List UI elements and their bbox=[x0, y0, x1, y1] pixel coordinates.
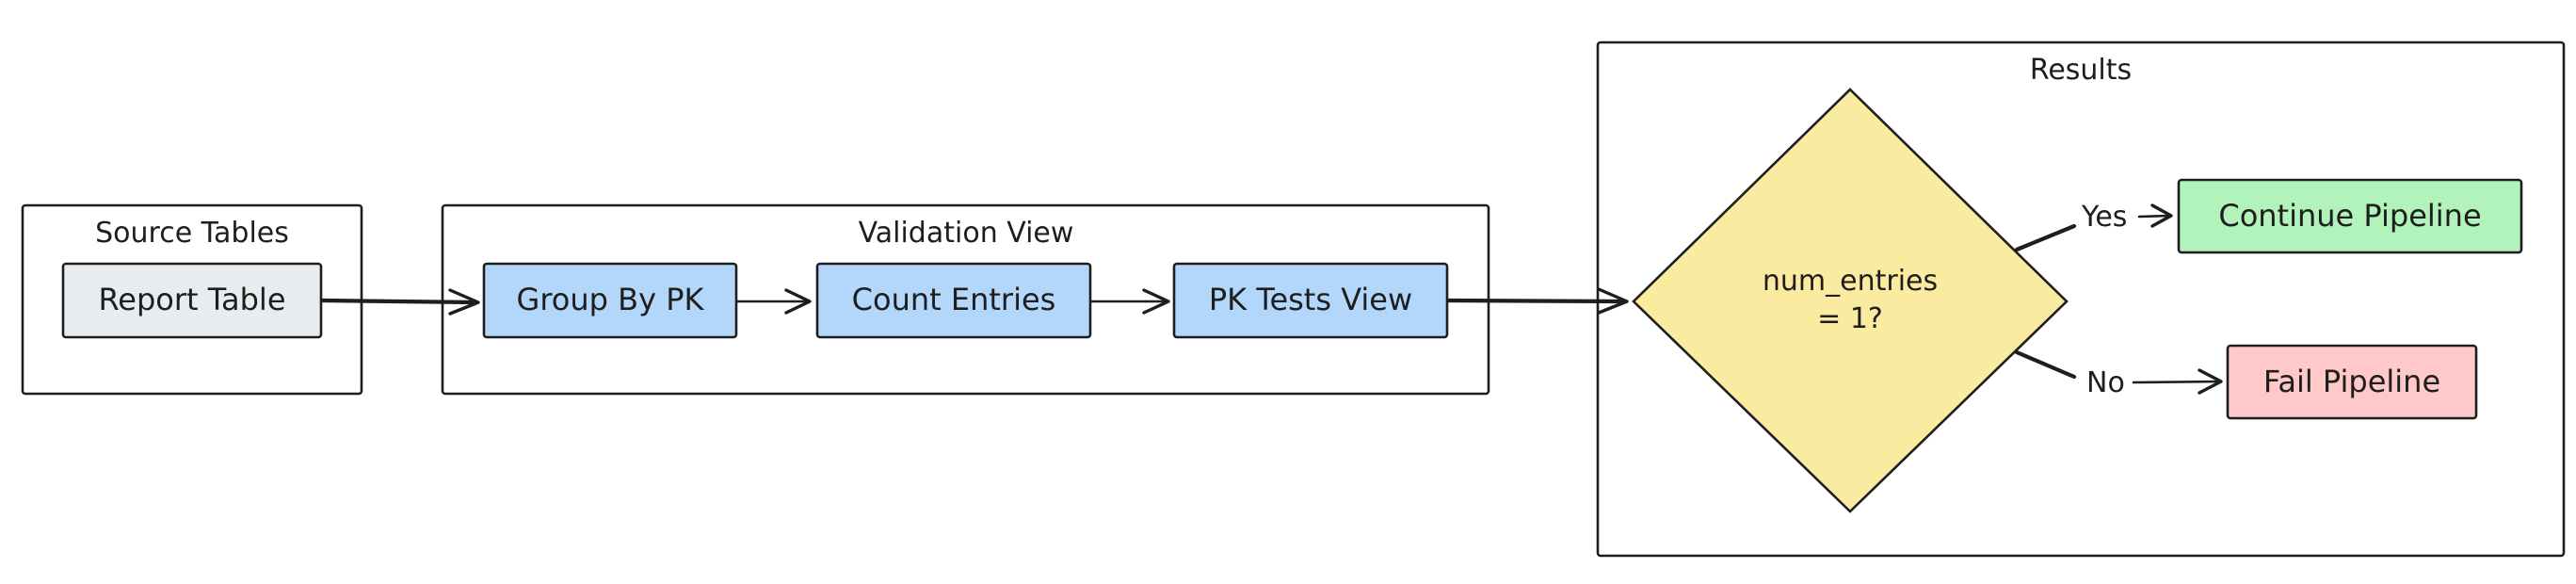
continue-pipeline-node: Continue Pipeline bbox=[2177, 178, 2523, 254]
continue-pipeline-label: Continue Pipeline bbox=[2218, 198, 2481, 234]
edge-decision-no: No bbox=[2014, 349, 2223, 399]
edge-pktests-to-decision bbox=[1445, 287, 1629, 315]
edge-report-to-group bbox=[320, 288, 480, 316]
group-by-pk-node: Group By PK bbox=[482, 262, 738, 339]
decision-node: num_entries = 1? bbox=[1632, 88, 2069, 513]
yes-label: Yes bbox=[2081, 201, 2127, 234]
edge-decision-yes: Yes bbox=[2014, 201, 2173, 252]
pk-tests-view-label: PK Tests View bbox=[1209, 282, 1412, 317]
pk-tests-view-node: PK Tests View bbox=[1172, 262, 1449, 339]
report-table-label: Report Table bbox=[99, 282, 286, 317]
no-label: No bbox=[2086, 366, 2125, 399]
count-entries-label: Count Entries bbox=[852, 282, 1056, 317]
fail-pipeline-label: Fail Pipeline bbox=[2263, 364, 2440, 399]
results-group: Results bbox=[1596, 41, 2566, 558]
decision-label-line1: num_entries bbox=[1763, 265, 1938, 298]
group-by-pk-label: Group By PK bbox=[517, 282, 705, 317]
validation-view-label: Validation View bbox=[859, 217, 1074, 250]
report-table-node: Report Table bbox=[61, 262, 323, 339]
edge-count-to-pktests bbox=[1090, 288, 1170, 315]
count-entries-node: Count Entries bbox=[815, 262, 1092, 339]
source-tables-label: Source Tables bbox=[95, 217, 289, 250]
edge-group-to-count bbox=[735, 288, 812, 315]
fail-pipeline-node: Fail Pipeline bbox=[2226, 344, 2478, 420]
source-tables-group: Source Tables bbox=[21, 203, 363, 396]
decision-label-line2: = 1? bbox=[1817, 302, 1883, 335]
results-label: Results bbox=[2030, 54, 2132, 87]
